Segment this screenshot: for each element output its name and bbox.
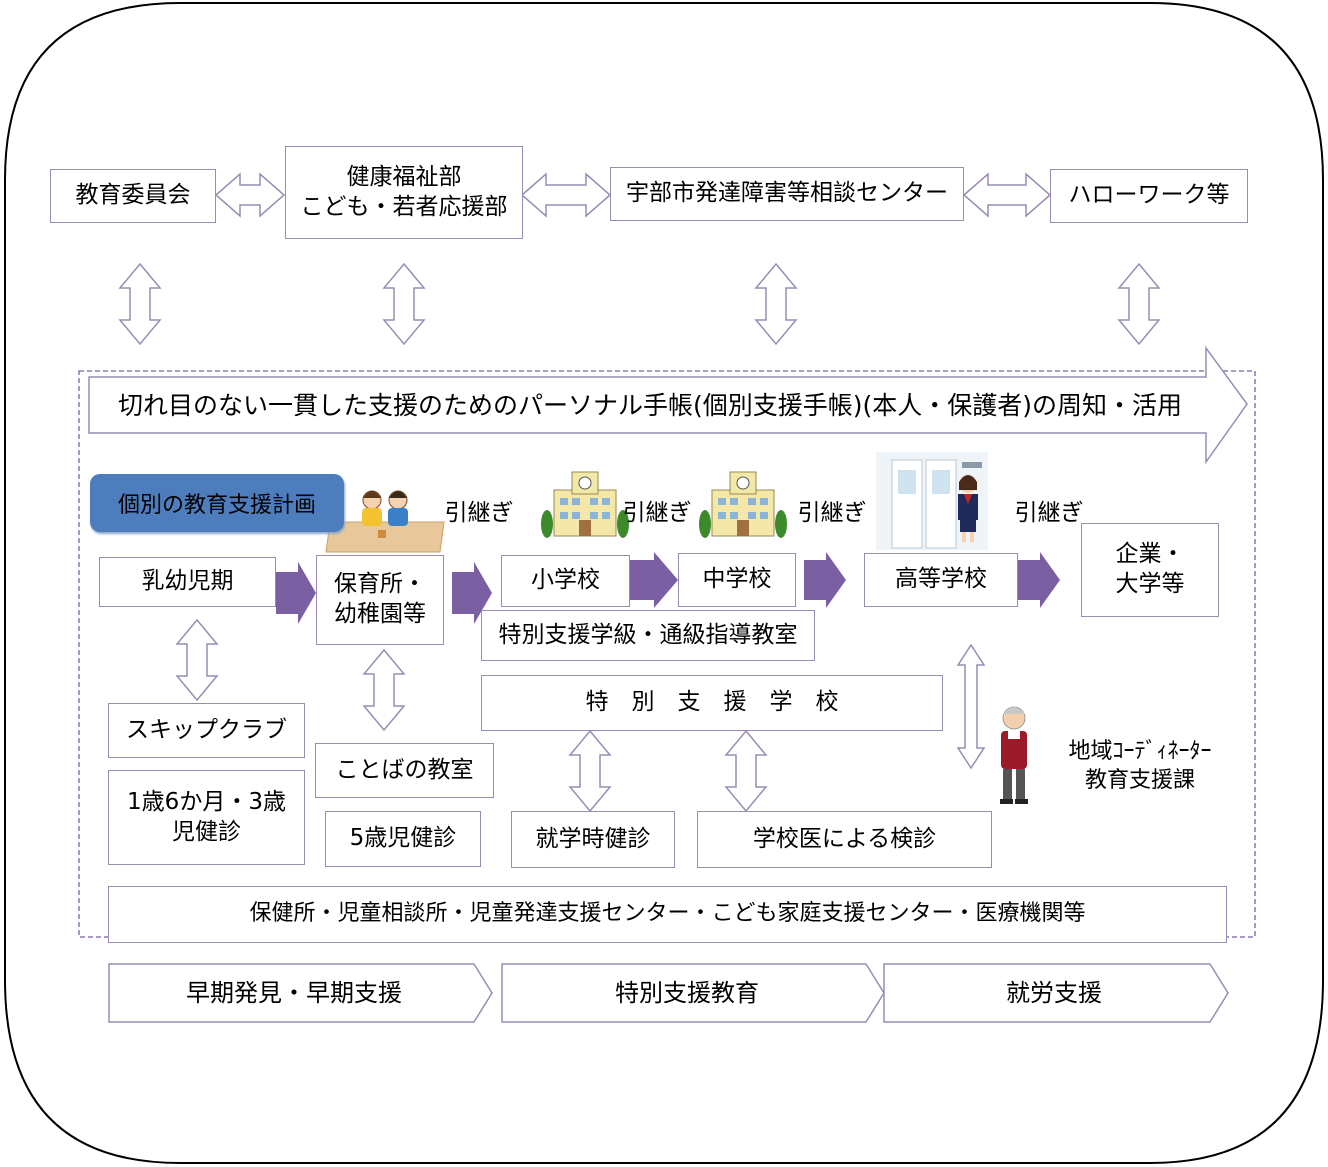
coordinator-figure bbox=[1000, 706, 1028, 804]
double-arrow-v-school-2 bbox=[724, 729, 768, 813]
handover-label-4: 引継ぎ bbox=[1014, 500, 1084, 526]
school-building-icon bbox=[541, 471, 629, 538]
double-arrow-h-3 bbox=[962, 172, 1052, 218]
hello-work-box: ハローワーク等 bbox=[1050, 169, 1248, 223]
flow-arrow-1 bbox=[276, 562, 316, 624]
education-plan-label: 個別の教育支援計画 bbox=[90, 474, 344, 532]
checkup-5y-box: 5歳児健診 bbox=[325, 811, 481, 867]
phase-label-employment: 就労支援 bbox=[1006, 979, 1102, 1007]
coordinator-label: 地域ｺｰﾃﾞｨﾈｰﾀｰ 教育支援課 bbox=[1068, 739, 1212, 793]
handover-label-1: 引継ぎ bbox=[444, 500, 514, 526]
double-arrow-v-nursery bbox=[362, 648, 406, 732]
agencies-box: 保健所・児童相談所・児童発達支援センター・こども家庭支援センター・医療機関等 bbox=[108, 886, 1227, 943]
banner-text: 切れ目のない一貫した支援のためのパーソナル手帳(個別支援手帳)(本人・保護者)の… bbox=[117, 391, 1183, 420]
flow-arrow-5 bbox=[1018, 552, 1060, 608]
phase-chevron-3 bbox=[883, 963, 1229, 1023]
school-doctor-checkup-box: 学校医による検診 bbox=[697, 811, 992, 868]
double-arrow-v-4 bbox=[1117, 262, 1161, 346]
phase-label-early: 早期発見・早期支援 bbox=[186, 979, 402, 1007]
double-arrow-v-infant bbox=[175, 618, 219, 702]
phase-chevron-2 bbox=[501, 963, 885, 1023]
education-board-box: 教育委員会 bbox=[50, 169, 216, 223]
stage-junior-high: 中学校 bbox=[678, 553, 796, 607]
health-welfare-box: 健康福祉部 こども・若者応援部 bbox=[285, 146, 523, 239]
double-arrow-h-1 bbox=[214, 172, 286, 218]
handover-label-3: 引継ぎ bbox=[797, 500, 867, 526]
double-arrow-v-1 bbox=[118, 262, 162, 346]
stage-infant: 乳幼児期 bbox=[99, 557, 276, 607]
flow-arrow-4 bbox=[804, 552, 846, 608]
flow-arrow-3 bbox=[630, 552, 678, 608]
special-school-box: 特 別 支 援 学 校 bbox=[481, 675, 943, 731]
stage-nursery: 保育所・ 幼稚園等 bbox=[316, 555, 444, 645]
stage-company: 企業・ 大学等 bbox=[1081, 523, 1219, 617]
classroom-student-illustration bbox=[876, 452, 988, 550]
handover-label-2: 引継ぎ bbox=[622, 500, 692, 526]
special-class-box: 特別支援学級・通級指導教室 bbox=[481, 610, 815, 661]
school-entry-checkup-box: 就学時健診 bbox=[511, 811, 675, 868]
stage-elementary: 小学校 bbox=[501, 555, 630, 607]
checkup-1y6m-box: 1歳6か月・3歳 児健診 bbox=[108, 770, 305, 865]
phase-label-special-ed: 特別支援教育 bbox=[615, 979, 759, 1007]
banner-arrow bbox=[88, 345, 1248, 465]
children-sandbox-illustration bbox=[325, 490, 445, 553]
outer-frame bbox=[4, 1, 1324, 1164]
dev-center-box: 宇部市発達障害等相談センター bbox=[610, 167, 964, 221]
double-arrow-v-coordinator bbox=[956, 643, 986, 770]
double-arrow-h-2 bbox=[520, 172, 612, 218]
flow-arrow-2 bbox=[452, 562, 492, 624]
phase-chevron-1 bbox=[108, 963, 493, 1023]
school-building-icon bbox=[699, 471, 787, 538]
word-class-box: ことばの教室 bbox=[315, 743, 494, 798]
double-arrow-v-school-1 bbox=[568, 729, 612, 813]
skip-club-box: スキップクラブ bbox=[108, 703, 305, 758]
double-arrow-v-2 bbox=[382, 262, 426, 346]
stage-high-school: 高等学校 bbox=[864, 553, 1018, 607]
double-arrow-v-3 bbox=[754, 262, 798, 346]
